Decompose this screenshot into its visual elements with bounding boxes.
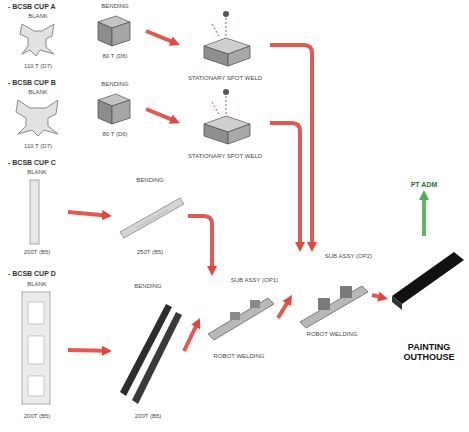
part-heading: - BCSB CUP C xyxy=(8,158,56,167)
flow-arrow xyxy=(146,109,174,121)
blank-part xyxy=(20,24,54,56)
process-step: STATIONARY SPOT WELD xyxy=(180,86,270,160)
step-title: SUB ASSY (OP1) xyxy=(231,276,278,284)
process-step: BLANK 110 T (D7) xyxy=(6,88,70,150)
bent-part xyxy=(98,22,112,46)
step-title: BLANK xyxy=(28,88,48,96)
step-label: 250T (B5) xyxy=(137,248,164,256)
flow-arrow xyxy=(146,31,174,43)
bent-part xyxy=(112,22,130,46)
flow-arrow xyxy=(270,45,312,246)
weld-machine xyxy=(204,46,228,66)
step-label: 110 T (D7) xyxy=(24,62,52,70)
step-label: STATIONARY SPOT WELD xyxy=(188,152,262,160)
sub-assembly xyxy=(250,300,260,308)
process-step: PAINTING OUTHOUSE xyxy=(388,236,469,362)
flow-arrow xyxy=(68,348,106,353)
blank-part xyxy=(16,100,58,136)
part-heading: - BCSB CUP A xyxy=(8,2,55,11)
output-node: PT ADM xyxy=(396,178,452,190)
step-label: PT ADM xyxy=(411,180,438,189)
flow-arrow xyxy=(270,123,300,246)
flow-arrow xyxy=(422,196,426,236)
electrode-tip xyxy=(223,11,229,17)
ladder-cutout xyxy=(28,376,44,396)
step-title: BENDING xyxy=(134,282,161,290)
weld-path xyxy=(226,96,227,114)
strip-blank xyxy=(30,180,39,244)
part-heading: - BCSB CUP B xyxy=(8,78,56,87)
electrode-tip xyxy=(223,89,229,95)
weld-bracket xyxy=(318,298,330,310)
process-step: BLANK 200T (B5) xyxy=(6,168,68,256)
sub-assembly xyxy=(208,298,274,340)
bent-strip xyxy=(120,198,184,238)
step-label: 80 T (D6) xyxy=(102,130,127,138)
bent-part xyxy=(112,100,130,124)
process-step: BENDING 80 T (D6) xyxy=(84,80,146,138)
step-title: BLANK xyxy=(27,168,47,176)
step-label: PAINTING OUTHOUSE xyxy=(388,342,469,362)
process-step: BENDING 200T (B5) xyxy=(112,282,184,420)
process-step: BENDING 80 T (D6) xyxy=(84,2,146,60)
ladder-cutout xyxy=(28,336,44,364)
process-step: BLANK 200T (B5) xyxy=(6,280,68,420)
step-label: ROBOT WELDING xyxy=(307,330,358,338)
step-label: 110 T (D7) xyxy=(24,142,52,150)
process-step: SUB ASSY (OP1) ROBOT WELDING xyxy=(200,276,278,360)
flow-arrow xyxy=(372,295,382,298)
flow-arrow xyxy=(184,323,197,351)
step-title: BENDING xyxy=(101,80,128,88)
weld-path xyxy=(212,24,220,38)
ladder-blank xyxy=(22,292,50,404)
step-title: BLANK xyxy=(27,280,47,288)
process-step: STATIONARY SPOT WELD xyxy=(180,8,270,82)
process-step: BENDING 250T (B5) xyxy=(112,176,188,256)
weld-machine xyxy=(204,124,228,144)
weld-bracket xyxy=(340,286,352,298)
weld-machine xyxy=(228,124,250,144)
flow-arrow xyxy=(188,216,212,270)
process-step: SUB ASSY (OP2) ROBOT WELDING xyxy=(292,252,372,338)
step-title: SUB ASSY (OP2) xyxy=(325,252,372,260)
process-step: BLANK 110 T (D7) xyxy=(6,12,70,70)
sub-assembly xyxy=(300,286,368,328)
step-label: 200T (B5) xyxy=(135,412,162,420)
step-label: 200T (B5) xyxy=(24,248,51,256)
weld-machine xyxy=(228,46,250,66)
painted-part xyxy=(392,252,464,304)
step-title: BENDING xyxy=(101,2,128,10)
step-label: STATIONARY SPOT WELD xyxy=(188,74,262,82)
painted-part xyxy=(392,296,402,310)
part-heading: - BCSB CUP D xyxy=(8,269,56,278)
bent-bar xyxy=(132,312,182,404)
bent-strip xyxy=(136,210,168,228)
flow-arrow xyxy=(278,300,289,318)
step-label: ROBOT WELDING xyxy=(214,352,265,360)
weld-path xyxy=(212,102,220,116)
ladder-cutout xyxy=(28,302,44,324)
step-label: 80 T (D6) xyxy=(102,52,127,60)
step-title: BLANK xyxy=(28,12,48,20)
sub-assembly xyxy=(230,312,240,320)
flow-arrow xyxy=(68,212,106,215)
step-label: 200T (B5) xyxy=(24,412,51,420)
step-title: BENDING xyxy=(136,176,163,184)
bent-part xyxy=(98,100,112,124)
weld-path xyxy=(226,18,227,36)
